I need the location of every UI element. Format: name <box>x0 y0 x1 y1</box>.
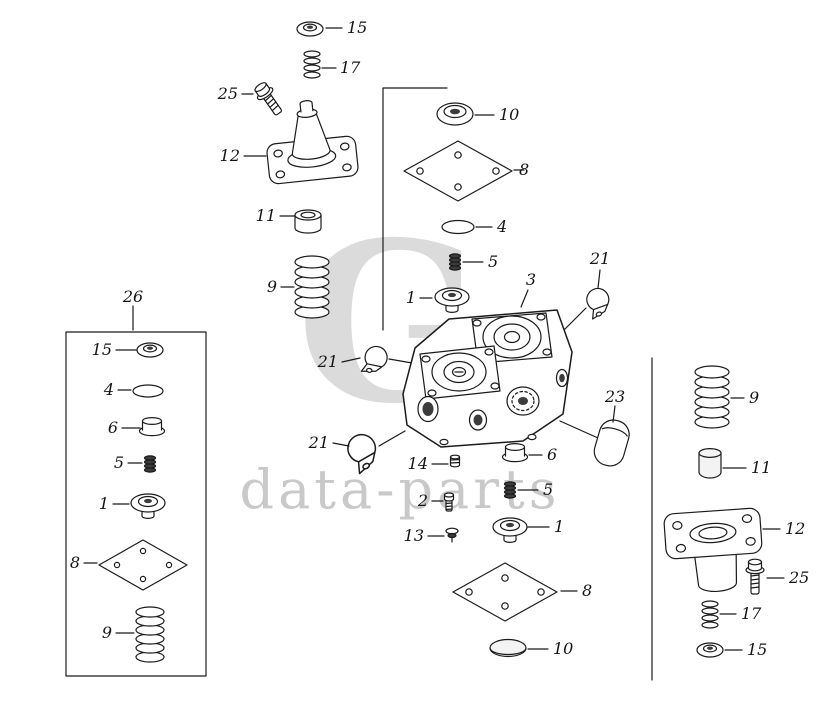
callout-c10: 10 <box>499 105 519 124</box>
callout-r12: 12 <box>785 519 805 538</box>
callout-kit26: 26 <box>122 287 143 306</box>
callout-labels: 15 17 25 12 11 9 10 8 4 5 1 3 21 21 21 2… <box>70 18 810 659</box>
part-25-screw-top <box>250 79 287 120</box>
part-8-gasket-top <box>403 140 513 202</box>
callout-k9: 9 <box>102 623 112 642</box>
part-10-grommet-top <box>436 102 474 126</box>
callout-tl25: 25 <box>217 84 238 103</box>
callout-k15: 15 <box>92 340 112 359</box>
callout-k1: 1 <box>99 494 109 513</box>
part-1-valve-bottom <box>492 517 528 544</box>
callout-c1: 1 <box>406 288 416 307</box>
part-12-cover-left <box>266 100 359 185</box>
callout-body3: 3 <box>526 270 536 289</box>
callout-tl12: 12 <box>220 146 240 165</box>
part-13-valve-small <box>445 527 459 543</box>
kit-part-4 <box>132 384 164 398</box>
callout-r17: 17 <box>741 604 762 623</box>
callout-tl9: 9 <box>267 277 277 296</box>
part-14-plunger <box>449 454 461 468</box>
callout-b2: 2 <box>417 491 428 510</box>
callout-r15: 15 <box>747 640 767 659</box>
callout-c8: 8 <box>519 160 529 179</box>
callout-tl15: 15 <box>347 18 367 37</box>
callout-b10: 10 <box>553 639 573 658</box>
part-17-spring-right <box>701 600 719 629</box>
callout-cap23: 23 <box>604 387 625 406</box>
part-9-spring-right <box>694 365 730 429</box>
kit-part-8 <box>98 539 188 591</box>
callout-tl11: 11 <box>256 206 276 225</box>
kit-part-5 <box>143 455 157 473</box>
callout-b5: 5 <box>543 480 553 499</box>
callout-b14: 14 <box>408 454 428 473</box>
callout-r11: 11 <box>751 458 771 477</box>
part-15-cap-top <box>296 21 324 37</box>
part-11-bushing-left <box>294 209 322 234</box>
part-6-cap-center <box>501 443 529 463</box>
callout-clamp21l: 21 <box>317 352 338 371</box>
part-5-spring-center <box>503 481 517 499</box>
part-12-cover-right <box>663 507 763 592</box>
callout-c4: 4 <box>496 217 507 236</box>
part-2-screw <box>443 492 455 512</box>
part-8-gasket-bottom <box>452 562 558 622</box>
part-5-spring-top <box>448 253 462 271</box>
part-25-screw-right <box>745 558 765 595</box>
part-15-cap-right <box>696 642 724 658</box>
callout-k4: 4 <box>103 380 114 399</box>
part-17-spring-top <box>303 50 321 79</box>
part-4-diaphragm-top <box>441 219 475 235</box>
callout-b13: 13 <box>404 526 424 545</box>
leader-lines <box>83 27 785 651</box>
part-3-valve-body <box>402 309 573 448</box>
part-23-cap <box>593 419 630 467</box>
kit-part-15 <box>136 342 164 358</box>
part-11-plug-right <box>698 448 722 479</box>
callout-clamp21r: 21 <box>589 249 610 268</box>
part-21-clamp-right <box>582 284 615 320</box>
callout-k8: 8 <box>70 553 80 572</box>
watermark-text: data-parts <box>240 458 561 521</box>
callout-k6: 6 <box>108 418 118 437</box>
assembly-lines <box>378 87 653 681</box>
callout-tl17: 17 <box>340 58 361 77</box>
callout-k5: 5 <box>114 453 124 472</box>
callout-b1: 1 <box>554 517 564 536</box>
part-10-cap-bottom <box>489 638 527 658</box>
callout-r9: 9 <box>749 388 759 407</box>
kit-part-6 <box>138 417 166 437</box>
callout-r25: 25 <box>788 568 809 587</box>
kit-part-9 <box>135 606 165 663</box>
callout-b8: 8 <box>582 581 592 600</box>
callout-c5: 5 <box>488 252 498 271</box>
callout-clamp21b: 21 <box>308 433 329 452</box>
callout-b6: 6 <box>547 445 557 464</box>
kit-part-1 <box>130 493 166 520</box>
repair-kit-box <box>65 331 207 677</box>
